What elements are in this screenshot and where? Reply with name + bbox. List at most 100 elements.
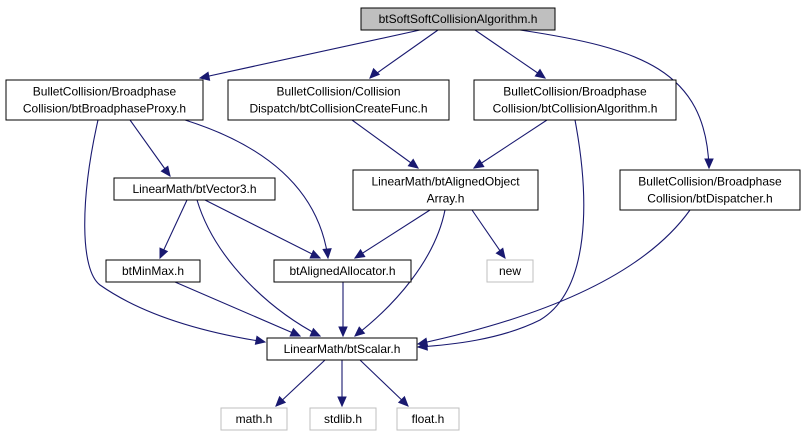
node-broadphase-proxy-label-line: Collision/btBroadphaseProxy.h: [23, 102, 186, 116]
node-broadphase-proxy-label-line: BulletCollision/Broadphase: [33, 85, 177, 99]
node-float-box: [396, 407, 460, 431]
edge-vector3-aligned-allocator: [204, 199, 322, 259]
node-minmax[interactable]: btMinMax.h: [105, 259, 201, 283]
edge-aligned-object-array-aligned-allocator: [353, 209, 431, 259]
edge-collision-create-func-aligned-object-array-line: [351, 119, 419, 169]
edge-minmax-scalar-line: [174, 281, 301, 337]
edge-aligned-object-array-new-line: [471, 209, 506, 259]
node-collision-algorithm-label-line: Collision/btCollisionAlgorithm.h: [493, 102, 658, 116]
edge-collision-algorithm-scalar: [416, 119, 585, 351]
edge-aligned-object-array-scalar-arrowhead: [354, 326, 366, 337]
edges: [84, 29, 714, 408]
node-aligned-object-array-label-line: Array.h: [427, 192, 465, 206]
edge-dispatcher-scalar-arrowhead: [416, 337, 429, 347]
node-aligned-object-array-box: [352, 169, 539, 211]
edge-vector3-scalar-arrowhead: [309, 327, 322, 337]
edge-broadphase-proxy-vector3-line: [129, 119, 171, 177]
node-broadphase-proxy[interactable]: BulletCollision/BroadphaseCollision/btBr…: [5, 79, 204, 121]
edge-root-collision-algorithm-line: [474, 29, 546, 79]
edge-scalar-float: [359, 359, 409, 407]
edge-vector3-scalar: [196, 199, 322, 337]
edge-broadphase-proxy-scalar-line: [84, 119, 266, 343]
node-scalar-box: [266, 337, 418, 361]
edge-root-collision-create-func: [369, 29, 439, 79]
edge-aligned-object-array-new: [471, 209, 506, 259]
edge-aligned-allocator-scalar-arrowhead: [338, 326, 348, 338]
edge-aligned-object-array-aligned-allocator-line: [354, 209, 431, 259]
edge-scalar-float-line: [359, 359, 409, 407]
edge-aligned-allocator-scalar: [338, 282, 348, 338]
node-dispatcher-label-line: BulletCollision/Broadphase: [638, 175, 782, 189]
edge-broadphase-proxy-aligned-allocator-line: [184, 119, 329, 259]
node-root[interactable]: btSoftSoftCollisionAlgorithm.h: [360, 7, 556, 31]
node-collision-create-func-label-line: BulletCollision/Collision: [276, 85, 400, 99]
edge-vector3-aligned-allocator-arrowhead: [309, 249, 322, 259]
node-dispatcher-label-line: Collision/btDispatcher.h: [647, 192, 772, 206]
node-minmax-box: [105, 259, 201, 283]
edge-root-broadphase-proxy-line: [199, 29, 421, 79]
edge-scalar-stdlib: [337, 360, 347, 408]
node-root-box: [360, 7, 556, 31]
node-collision-create-func-label-line: Dispatch/btCollisionCreateFunc.h: [249, 102, 427, 116]
node-collision-algorithm-box: [473, 79, 677, 121]
edge-collision-algorithm-scalar-line: [417, 119, 585, 348]
node-stdlib-box: [309, 407, 377, 431]
edge-vector3-scalar-line: [196, 199, 321, 337]
node-float[interactable]: float.h: [396, 407, 460, 431]
edge-scalar-float-arrowhead: [397, 395, 409, 407]
node-minmax-label-line: btMinMax.h: [122, 264, 184, 278]
node-root-label-line: btSoftSoftCollisionAlgorithm.h: [379, 12, 538, 26]
edge-collision-create-func-aligned-object-array-arrowhead: [407, 158, 419, 169]
edge-root-dispatcher: [519, 29, 714, 170]
edge-collision-algorithm-aligned-object-array-line: [473, 119, 548, 169]
node-collision-create-func[interactable]: BulletCollision/CollisionDispatch/btColl…: [227, 79, 450, 121]
node-scalar-label-line: LinearMath/btScalar.h: [284, 342, 401, 356]
edge-root-collision-algorithm: [474, 29, 547, 79]
edge-minmax-scalar-arrowhead: [289, 327, 302, 337]
edge-root-collision-create-func-line: [369, 29, 439, 79]
node-stdlib[interactable]: stdlib.h: [309, 407, 377, 431]
node-collision-create-func-box: [227, 79, 450, 121]
node-scalar[interactable]: LinearMath/btScalar.h: [266, 337, 418, 361]
nodes: btSoftSoftCollisionAlgorithm.hBulletColl…: [5, 7, 801, 431]
edge-scalar-stdlib-arrowhead: [337, 396, 347, 408]
edge-broadphase-proxy-aligned-allocator: [184, 119, 332, 260]
edge-root-dispatcher-arrowhead: [704, 158, 714, 170]
edge-scalar-math-arrowhead: [275, 395, 287, 407]
edge-broadphase-proxy-scalar-arrowhead: [254, 335, 267, 345]
node-math-label-line: math.h: [236, 412, 273, 426]
node-vector3-label-line: LinearMath/btVector3.h: [132, 182, 256, 196]
edge-root-broadphase-proxy-arrowhead: [198, 71, 211, 81]
edge-scalar-math: [275, 359, 326, 407]
edge-vector3-aligned-allocator-line: [204, 199, 321, 259]
edge-root-broadphase-proxy: [198, 29, 421, 81]
edge-root-collision-algorithm-arrowhead: [534, 68, 547, 79]
edge-aligned-object-array-new-arrowhead: [495, 247, 506, 259]
edge-root-dispatcher-line: [519, 29, 710, 169]
node-aligned-allocator-box: [273, 259, 412, 283]
node-dispatcher[interactable]: BulletCollision/BroadphaseCollision/btDi…: [619, 169, 801, 211]
node-new[interactable]: new: [486, 259, 534, 283]
edge-scalar-math-line: [275, 359, 326, 407]
node-dispatcher-box: [619, 169, 801, 211]
edge-vector3-minmax-line: [159, 199, 188, 259]
node-collision-algorithm[interactable]: BulletCollision/BroadphaseCollision/btCo…: [473, 79, 677, 121]
node-float-label-line: float.h: [412, 412, 445, 426]
node-vector3[interactable]: LinearMath/btVector3.h: [113, 177, 276, 201]
edge-vector3-minmax-arrowhead: [159, 247, 169, 260]
node-collision-algorithm-label-line: BulletCollision/Broadphase: [503, 85, 647, 99]
edge-minmax-scalar: [174, 281, 302, 337]
node-new-box: [486, 259, 534, 283]
edge-collision-create-func-aligned-object-array: [351, 119, 419, 169]
edge-dispatcher-scalar: [416, 209, 691, 347]
node-new-label-line: new: [499, 264, 521, 278]
edge-root-collision-create-func-arrowhead: [369, 67, 381, 79]
node-aligned-allocator[interactable]: btAlignedAllocator.h: [273, 259, 412, 283]
edge-broadphase-proxy-vector3: [129, 119, 171, 177]
edge-broadphase-proxy-aligned-allocator-arrowhead: [322, 248, 332, 260]
edge-broadphase-proxy-vector3-arrowhead: [160, 165, 171, 177]
node-math[interactable]: math.h: [220, 407, 288, 431]
edge-vector3-minmax: [159, 199, 188, 260]
